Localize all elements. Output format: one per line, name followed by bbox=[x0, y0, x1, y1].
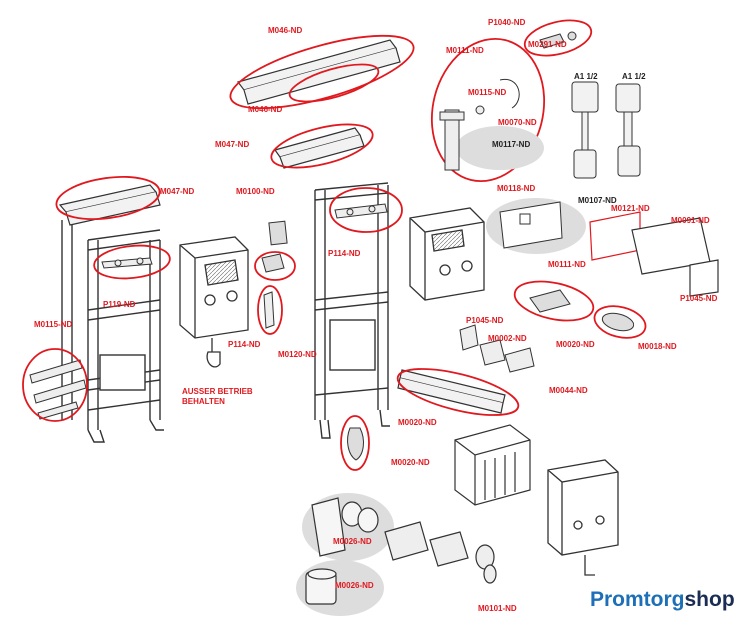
label-plate-3: P1045-ND bbox=[680, 294, 718, 303]
valve-highlight bbox=[456, 126, 544, 170]
label-clip-middle: M0020-ND bbox=[391, 458, 430, 467]
callout-ring-feet-left bbox=[22, 348, 88, 422]
brand-part-1: Promtorg bbox=[590, 588, 685, 611]
label-elbow-fitting: M0026-ND bbox=[333, 537, 372, 546]
callout-ring-bracket-middle bbox=[329, 187, 403, 233]
label-mechanism-grey: M0107-ND bbox=[578, 196, 617, 205]
label-top-small: P1040-ND bbox=[488, 18, 526, 27]
label-valve-grey: M0117-ND bbox=[492, 140, 531, 149]
label-plate: M0121-ND bbox=[611, 204, 650, 213]
callout-ring-bracket-left bbox=[93, 244, 171, 280]
label-seal: M0018-ND bbox=[638, 342, 677, 351]
label-top-small-2: M0291-ND bbox=[528, 40, 567, 49]
label-rail-mid: M047-ND bbox=[215, 140, 250, 149]
small-parts-top bbox=[539, 31, 577, 49]
label-bend-end: M0044-ND bbox=[549, 386, 588, 395]
label-rail-left: M047-ND bbox=[160, 187, 195, 196]
label-bend-pipe: P1045-ND bbox=[466, 316, 504, 325]
adapter-a bbox=[571, 81, 599, 179]
cistern-left bbox=[179, 236, 249, 368]
rail-bottom-mid bbox=[397, 369, 506, 414]
label-feet-left: M0115-ND bbox=[34, 320, 73, 329]
label-plate-2: M0091-ND bbox=[671, 216, 710, 225]
reducer-fitting bbox=[305, 568, 337, 605]
cistern-middle bbox=[409, 207, 485, 301]
feet-left bbox=[29, 359, 87, 420]
callout-ring-rail-left bbox=[55, 176, 161, 220]
label-valve-left: M0100-ND bbox=[236, 187, 275, 196]
clip-middle bbox=[347, 427, 364, 461]
brand-logo: Promtorgshop bbox=[590, 580, 748, 620]
bracket-left bbox=[101, 257, 153, 269]
rod-left bbox=[263, 291, 275, 329]
label-bend-pipe-2: M0002-ND bbox=[488, 334, 527, 343]
pipe-parts bbox=[529, 289, 635, 332]
bracket-middle bbox=[334, 203, 388, 219]
label-bracket-middle: P114-ND bbox=[328, 249, 361, 258]
label-adapter-b: A1 1/2 bbox=[622, 72, 646, 81]
label-rail-top: M046-ND bbox=[268, 26, 303, 35]
cistern-right bbox=[547, 459, 619, 576]
callout-ring-rail-top bbox=[229, 34, 415, 110]
bend-pipe bbox=[459, 324, 535, 373]
callout-ring-rail-top-inner bbox=[288, 63, 380, 103]
rail-left-top bbox=[58, 184, 161, 226]
callout-ring-fill-valve bbox=[430, 37, 546, 183]
callout-ring-seal bbox=[593, 305, 647, 339]
label-bracket-left: P119-ND bbox=[103, 300, 136, 309]
label-note: AUSSER BETRIEB BEHALTEN bbox=[182, 387, 253, 406]
callout-ring-pipe bbox=[513, 280, 595, 322]
elbow-fitting bbox=[311, 497, 379, 557]
label-valve-lower: M0070-ND bbox=[498, 118, 537, 127]
callout-ring-rod-left bbox=[257, 285, 283, 335]
label-adapter-a: A1 1/2 bbox=[574, 72, 598, 81]
box-bottom-mid bbox=[454, 424, 531, 506]
adapter-b bbox=[615, 83, 641, 177]
callout-ring-small-top bbox=[523, 19, 593, 57]
label-rod-left: P114-ND bbox=[228, 340, 261, 349]
valve-part-left bbox=[261, 220, 288, 273]
label-reducer-fitting: M0026-ND bbox=[335, 581, 374, 590]
drain-pipe bbox=[384, 521, 497, 584]
brand-part-2: shop bbox=[684, 588, 735, 611]
cover-plate bbox=[589, 211, 719, 297]
rail-mid bbox=[274, 127, 365, 169]
callout-ring-valve-left bbox=[254, 251, 296, 281]
callout-ring-rail-mid bbox=[270, 123, 374, 169]
rail-top bbox=[236, 39, 401, 105]
callout-ring-rail-bottom-mid bbox=[396, 368, 520, 416]
label-valve-top: M0111-ND bbox=[446, 46, 484, 55]
label-drain-pipe: M0101-ND bbox=[478, 604, 517, 613]
label-valve-mid: M0115-ND bbox=[468, 88, 507, 97]
mechanism bbox=[499, 201, 563, 249]
callout-ring-clip-middle bbox=[340, 415, 370, 471]
label-rail-top-inner: M046-ND bbox=[248, 105, 283, 114]
fill-valve bbox=[439, 78, 520, 171]
label-mechanism-red: M0111-ND bbox=[548, 260, 586, 269]
label-pipe-parts: M0020-ND bbox=[556, 340, 595, 349]
label-rod-left-2: M0120-ND bbox=[278, 350, 317, 359]
label-mechanism: M0118-ND bbox=[497, 184, 536, 193]
frame-middle bbox=[314, 182, 390, 439]
label-rail-bottom-mid: M0020-ND bbox=[398, 418, 437, 427]
